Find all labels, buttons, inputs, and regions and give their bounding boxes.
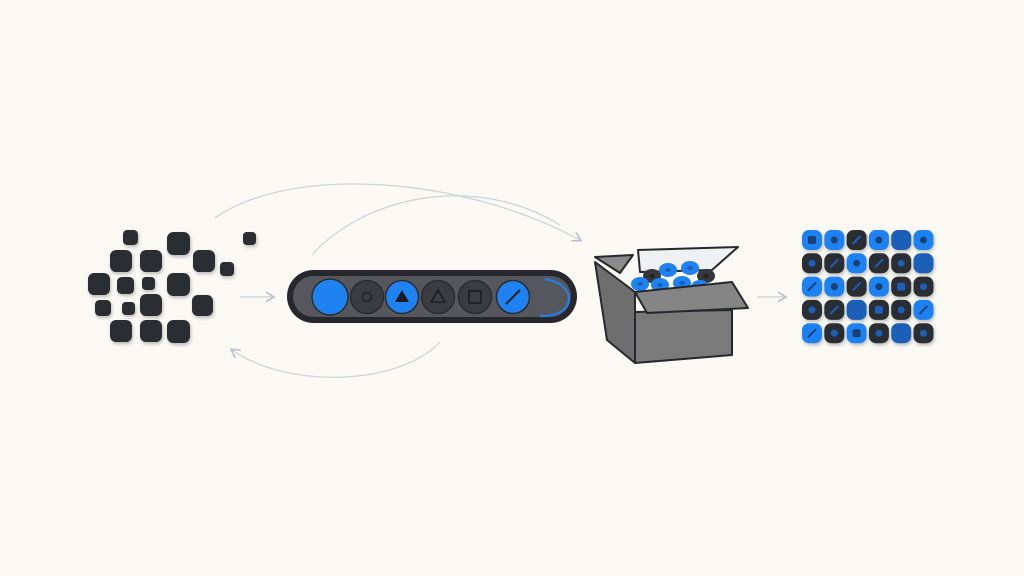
grid-cell: [868, 299, 889, 320]
block: [140, 250, 162, 272]
grid-cell: [846, 323, 867, 344]
grid-cell: [891, 299, 912, 320]
open-box-icon: [594, 246, 749, 364]
grid-cell: [891, 323, 912, 344]
scattered-blocks: [88, 230, 256, 343]
grid-cell: [891, 276, 912, 297]
block: [110, 320, 132, 342]
grid-cell: [868, 230, 889, 250]
block: [167, 320, 190, 343]
box-item: [631, 277, 649, 291]
block: [220, 262, 234, 276]
grid-cell: [824, 230, 845, 250]
token-filled-triangle: [384, 279, 420, 315]
block: [95, 300, 111, 316]
box-front-face: [634, 309, 733, 364]
arc-top-inner: [311, 195, 561, 256]
token-dot: [349, 279, 385, 315]
token-square: [457, 279, 493, 315]
grid-cell: [802, 323, 822, 344]
box-left-face: [594, 261, 636, 364]
connector-arrows: [214, 183, 788, 378]
grid-cell: [891, 230, 912, 250]
grid-cell: [913, 299, 934, 320]
grid-cell: [868, 253, 889, 274]
arc-top-arrow: [214, 183, 583, 242]
block: [117, 277, 134, 294]
block: [88, 273, 110, 295]
arc-bottom-arrow: [229, 341, 441, 378]
grid-cell: [868, 323, 889, 344]
grid-cell: [824, 323, 845, 344]
grid-cell: [846, 230, 867, 250]
box-item: [681, 261, 699, 275]
grid-cell: [913, 323, 934, 344]
grid-cell: [913, 230, 934, 250]
grid-cell: [868, 276, 889, 297]
token-blank: [311, 278, 349, 316]
block: [122, 302, 135, 315]
grid-cell: [824, 276, 845, 297]
block: [140, 294, 162, 316]
grid-cell: [846, 299, 867, 320]
grid-cell: [802, 299, 822, 320]
box-item: [659, 263, 677, 277]
grid-cell: [802, 276, 822, 297]
block: [167, 273, 190, 296]
token-slash: [495, 279, 531, 315]
grid-cell: [846, 253, 867, 274]
block: [192, 295, 213, 316]
token-outline-triangle: [420, 279, 456, 315]
block: [123, 230, 138, 245]
grid-cell: [802, 253, 822, 274]
sorted-grid: [802, 230, 934, 344]
grid-cell: [891, 253, 912, 274]
box-left-flap: [594, 254, 634, 274]
sorter-bar: [287, 270, 577, 323]
box-item: [697, 269, 715, 283]
block: [142, 277, 155, 290]
block: [167, 232, 190, 255]
block: [193, 250, 215, 272]
grid-cell: [824, 253, 845, 274]
block: [140, 320, 162, 342]
grid-cell: [913, 253, 934, 274]
block: [243, 232, 256, 245]
grid-cell: [846, 276, 867, 297]
box-front-flap: [634, 281, 749, 314]
grid-cell: [824, 299, 845, 320]
grid-cell: [913, 276, 934, 297]
block: [110, 250, 132, 272]
grid-cell: [802, 230, 822, 250]
